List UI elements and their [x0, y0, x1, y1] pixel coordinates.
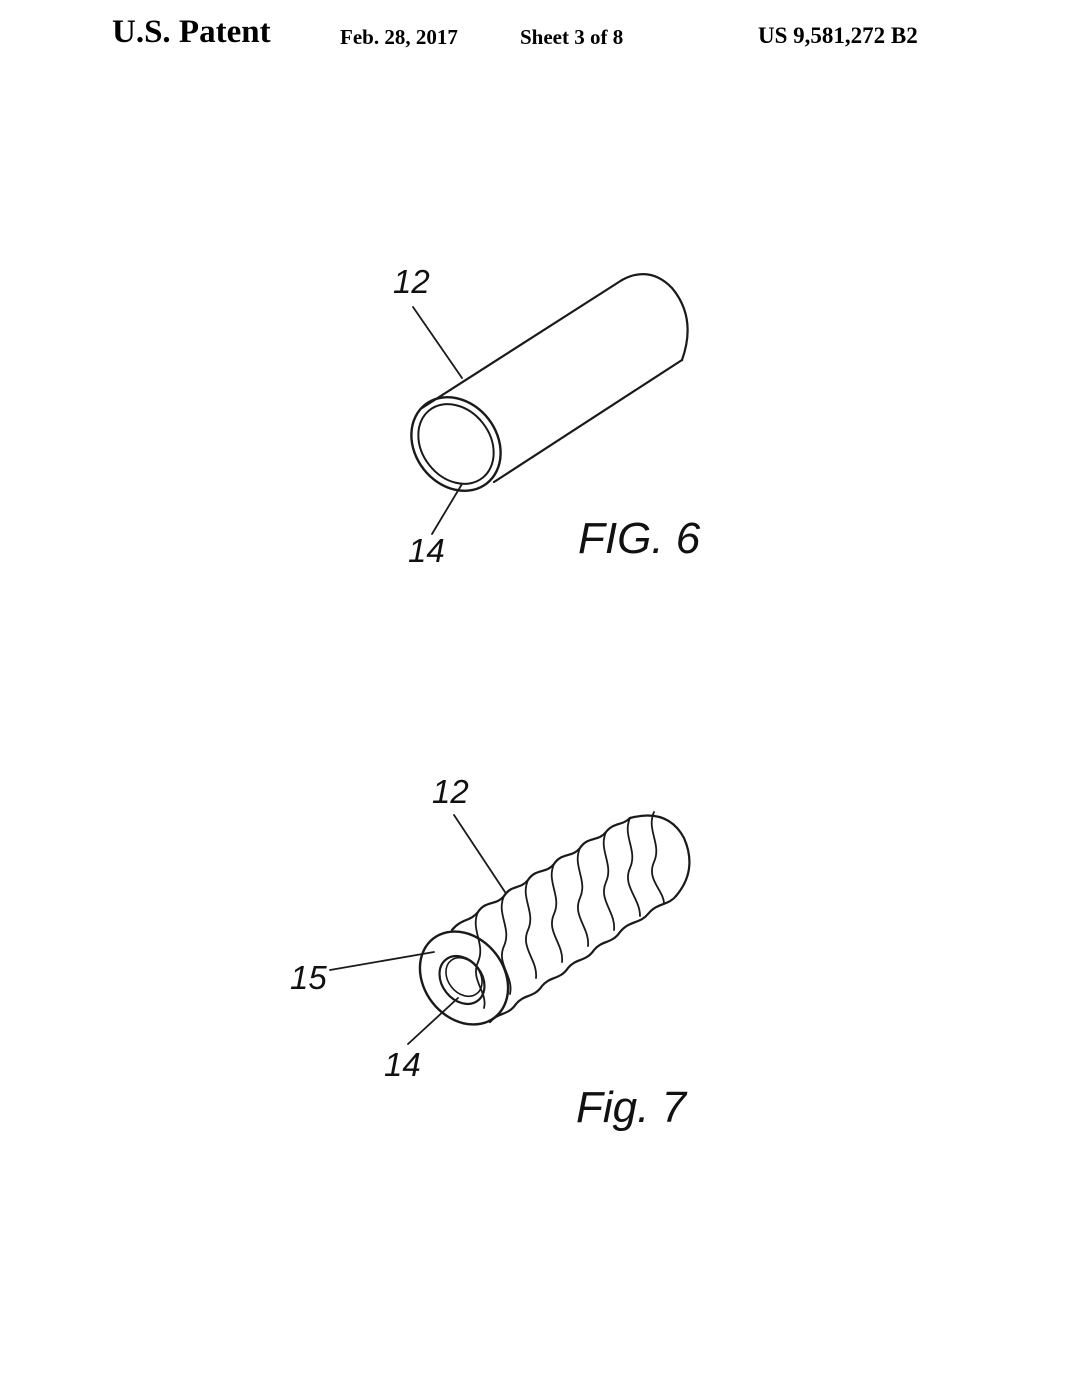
fig6-caption: FIG. 6	[578, 514, 701, 563]
fig7-leader-15	[329, 951, 435, 971]
fig7-front-opening	[418, 930, 510, 1026]
fig7-leader-12	[453, 814, 506, 893]
fig6-ref-12: 12	[393, 263, 430, 300]
fig6-tube-body	[420, 272, 689, 484]
publication-date: Feb. 28, 2017	[340, 25, 458, 49]
fig6-ref-14: 14	[408, 532, 445, 569]
figure-7: 12 15 14 Fig. 7	[290, 773, 691, 1132]
fig7-leader-14	[407, 997, 459, 1045]
sheet-number: Sheet 3 of 8	[520, 25, 624, 49]
fig7-ref-12: 12	[432, 773, 469, 810]
fig6-leader-14	[431, 483, 463, 535]
fig6-front-opening	[410, 396, 502, 492]
fig6-leader-12	[412, 306, 463, 379]
publisher-label: U.S. Patent	[112, 14, 271, 50]
fig7-caption: Fig. 7	[576, 1083, 688, 1132]
fig7-corrugated-body	[450, 811, 691, 1024]
fig7-ref-15: 15	[290, 959, 327, 996]
patent-number: US 9,581,272 B2	[758, 23, 918, 48]
fig7-ref-14: 14	[384, 1046, 421, 1083]
figure-6: 12 14 FIG. 6	[393, 263, 701, 569]
